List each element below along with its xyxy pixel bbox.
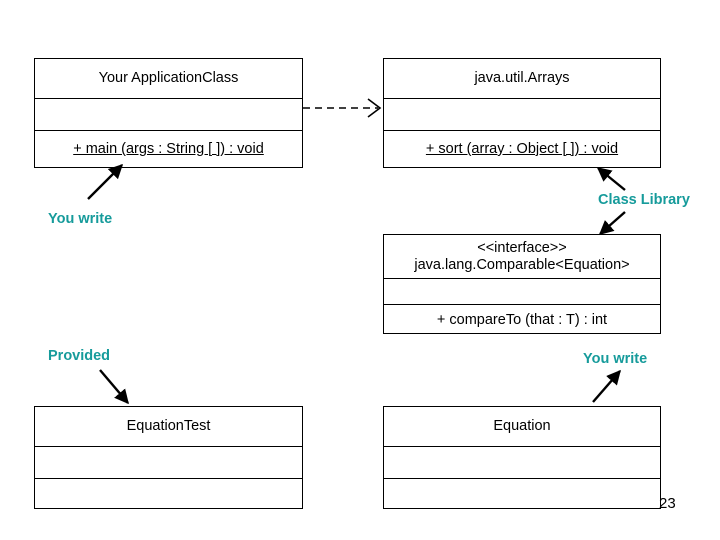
pointer-provided bbox=[99, 369, 129, 405]
class-name-application: Your ApplicationClass bbox=[35, 59, 302, 99]
uml-class-your-application-class[interactable]: Your ApplicationClass + main (args : Str… bbox=[34, 58, 303, 168]
interface-attributes-comparable bbox=[384, 279, 660, 305]
uml-class-equation-test[interactable]: EquationTest bbox=[34, 406, 303, 509]
class-name-equation: Equation bbox=[384, 407, 660, 447]
annotation-you-write-left: You write bbox=[48, 211, 113, 227]
connector-application-to-arrays bbox=[303, 98, 382, 118]
class-attributes-arrays bbox=[384, 99, 660, 131]
method-main: + main (args : String [ ]) : void bbox=[73, 140, 264, 157]
annotation-you-write-right: You write bbox=[583, 351, 648, 367]
pointer-class-library-down bbox=[598, 211, 626, 235]
pointer-you-write-left bbox=[87, 163, 124, 200]
interface-methods-comparable: + compareTo (that : T) : int bbox=[384, 305, 660, 335]
class-name-equation-text: Equation bbox=[493, 418, 551, 435]
uml-class-equation[interactable]: Equation bbox=[383, 406, 661, 509]
uml-class-java-util-arrays[interactable]: java.util.Arrays + sort (array : Object … bbox=[383, 58, 661, 168]
class-attributes-equation-test bbox=[35, 447, 302, 479]
page-number: 23 bbox=[659, 495, 676, 512]
class-name-application-text: Your ApplicationClass bbox=[98, 70, 239, 87]
class-methods-application: + main (args : String [ ]) : void bbox=[35, 131, 302, 167]
pointer-you-write-right bbox=[592, 369, 621, 403]
annotation-class-library: Class Library bbox=[598, 192, 690, 208]
class-name-arrays: java.util.Arrays bbox=[384, 59, 660, 99]
method-compare-to: + compareTo (that : T) : int bbox=[436, 311, 608, 328]
class-name-equation-test: EquationTest bbox=[35, 407, 302, 447]
interface-stereotype-comparable: <<interface>> bbox=[477, 239, 567, 256]
method-sort: + sort (array : Object [ ]) : void bbox=[425, 140, 619, 157]
pointer-class-library-up bbox=[596, 167, 626, 191]
class-methods-arrays: + sort (array : Object [ ]) : void bbox=[384, 131, 660, 167]
interface-name-comparable-text: java.lang.Comparable<Equation> bbox=[414, 256, 630, 273]
uml-interface-java-lang-comparable[interactable]: <<interface>> java.lang.Comparable<Equat… bbox=[383, 234, 661, 334]
annotation-provided: Provided bbox=[48, 348, 111, 364]
class-attributes-application bbox=[35, 99, 302, 131]
class-name-equation-test-text: EquationTest bbox=[126, 418, 211, 435]
class-attributes-equation bbox=[384, 447, 660, 479]
class-name-arrays-text: java.util.Arrays bbox=[474, 70, 570, 87]
interface-name-comparable: <<interface>> java.lang.Comparable<Equat… bbox=[384, 235, 660, 279]
